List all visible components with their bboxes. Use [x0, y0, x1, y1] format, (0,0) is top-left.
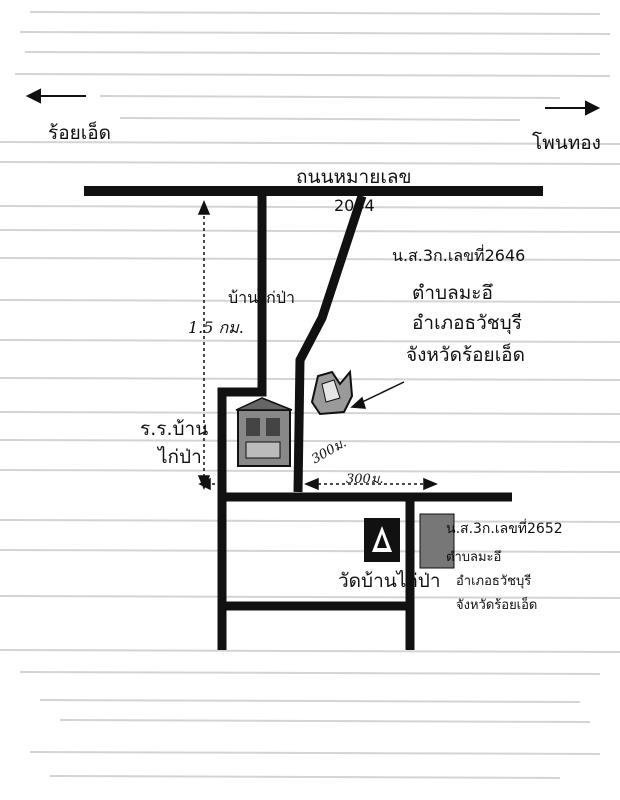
distance-north-label: 1.5 กม.: [188, 318, 244, 337]
temple-icon: [364, 518, 400, 562]
village-label: บ้านไก่ป่า: [228, 288, 295, 307]
site-main-subdistrict: ตำบลมะอึ: [412, 282, 493, 304]
arrow-east-icon: [545, 100, 601, 116]
distance-road-marker: [304, 477, 438, 491]
village-road-diagonal: [293, 194, 367, 493]
school-label-line1: ร.ร.บ้าน: [140, 418, 209, 440]
highway-number-label: 2044: [334, 196, 375, 215]
east-town-label: โพนทอง: [532, 132, 601, 154]
distance-site-marker: [198, 477, 218, 491]
highway-name-label: ถนนหมายเลข: [296, 166, 412, 188]
site-main-district: อำเภอธวัชบุรี: [412, 312, 522, 334]
site-second-district: อำเภอธวัชบุรี: [456, 574, 532, 589]
distance-road-label: 300ม.: [346, 472, 384, 487]
school-building-icon: [235, 397, 293, 467]
land-plot-icon: [310, 369, 354, 416]
west-town-label: ร้อยเอ็ด: [48, 122, 111, 144]
site-main-deed: น.ส.3ก.เลขที่2646: [392, 246, 526, 265]
site-second-subdistrict: ตำบลมะอึ: [446, 550, 502, 565]
village-road-west: [217, 196, 267, 590]
school-label-line2: ไก่ป่า: [158, 446, 202, 468]
temple-plot-area: [419, 513, 455, 569]
pointer-arrow-icon: [350, 381, 405, 409]
site-second-deed: น.ส.3ก.เลขที่2652: [446, 521, 563, 537]
site-main-province: จังหวัดร้อยเอ็ด: [406, 344, 525, 366]
temple-label: วัดบ้านไก่ป่า: [338, 570, 441, 592]
arrow-west-icon: [25, 88, 86, 104]
site-second-province: จังหวัดร้อยเอ็ด: [456, 598, 538, 613]
